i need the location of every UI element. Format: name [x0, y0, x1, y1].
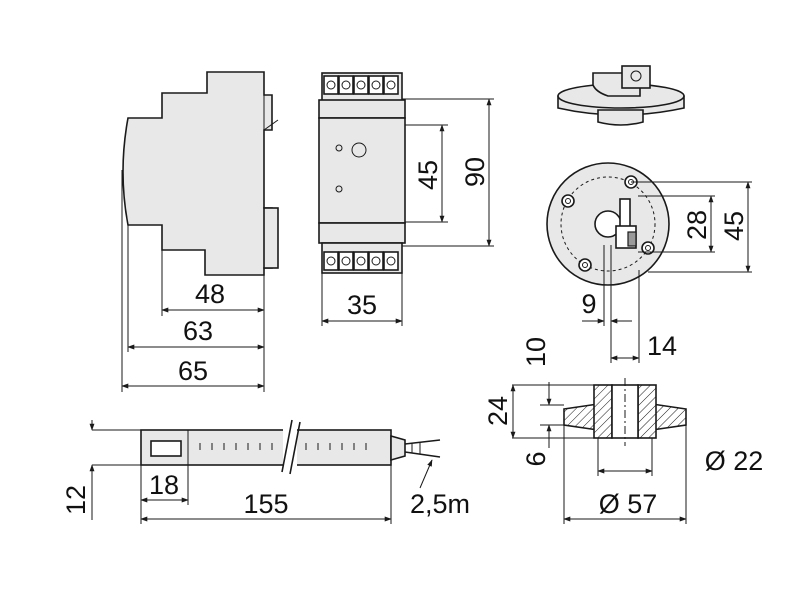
dim-label-63: 63: [183, 316, 213, 346]
dim-label-14: 14: [647, 331, 677, 361]
din-module-front-view: [318, 72, 494, 326]
dim-label-65: 65: [178, 356, 208, 386]
terminal-block-bottom: [323, 251, 399, 271]
mounting-flange-top-view: [546, 162, 752, 363]
dim-label-cable: 2,5m: [410, 489, 470, 519]
dim-label-6: 6: [521, 451, 551, 466]
dim-label-28: 28: [682, 210, 712, 240]
mounting-flange-perspective: [557, 65, 685, 126]
probe-scale-ticks: [199, 443, 367, 450]
dim-label-24: 24: [483, 396, 513, 426]
dim-label-18: 18: [149, 470, 179, 500]
dim-label-35: 35: [347, 290, 377, 320]
mounting-flange-section: [512, 378, 687, 524]
terminal-block-top: [323, 75, 399, 95]
din-module-side-view: [121, 71, 279, 392]
dim-label-48: 48: [195, 279, 225, 309]
dim-label-9: 9: [581, 289, 596, 319]
dim-label-45-front: 45: [413, 160, 443, 190]
probe-drawing: [92, 418, 441, 524]
dim-label-155: 155: [243, 489, 288, 519]
dim-label-12: 12: [61, 485, 91, 515]
dim-label-10: 10: [521, 337, 551, 367]
dim-label-90: 90: [460, 157, 490, 187]
dim-label-45-mount: 45: [719, 211, 749, 241]
dim-label-d57: Ø 57: [599, 489, 658, 519]
dim-label-d22: Ø 22: [705, 446, 764, 476]
cable-leader-line: [419, 459, 433, 489]
